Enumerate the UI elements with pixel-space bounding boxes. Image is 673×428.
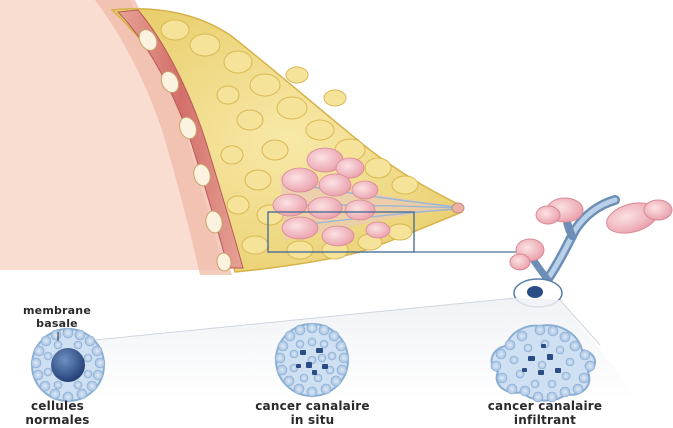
cross-section-in-situ [275,323,349,397]
label-in-situ: cancer canalaire in situ [190,400,435,428]
label-membrane-basale: membrane basale [2,305,112,330]
label-infiltrant: cancer canalaire infiltrant [430,400,660,428]
cross-section-normal [31,328,105,402]
label-normal-cells: cellules normales [0,400,115,428]
nipple [452,203,464,213]
duct-closeup [510,198,672,290]
magnifier-duct [527,286,543,298]
